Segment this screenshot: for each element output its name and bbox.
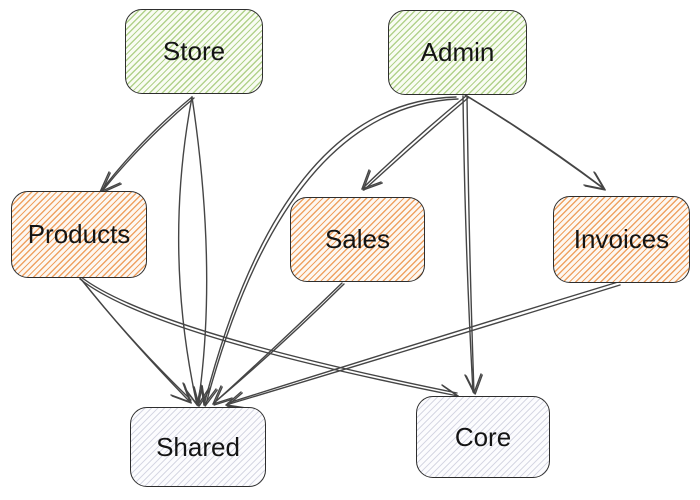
node-invoices: Invoices xyxy=(553,196,690,283)
node-store: Store xyxy=(125,9,263,94)
edge-admin-core xyxy=(462,95,483,395)
node-label-shared: Shared xyxy=(156,431,240,462)
edge-admin-sales xyxy=(361,95,469,191)
edge-admin-invoices xyxy=(464,94,606,191)
node-label-store: Store xyxy=(162,36,226,66)
edge-sales-shared xyxy=(212,282,345,406)
node-label-products: Products xyxy=(27,219,131,249)
node-admin: Admin xyxy=(388,10,527,95)
node-label-sales: Sales xyxy=(324,224,391,254)
edge-store-shared xyxy=(177,96,211,407)
node-label-invoices: Invoices xyxy=(573,224,670,254)
edge-admin-shared xyxy=(200,96,459,407)
node-label-admin: Admin xyxy=(420,37,495,67)
node-shared: Shared xyxy=(130,407,266,487)
node-sales: Sales xyxy=(290,197,425,282)
edge-invoices-shared xyxy=(225,281,621,410)
node-core: Core xyxy=(416,396,550,478)
edge-products-core xyxy=(79,276,460,402)
edge-store-products xyxy=(99,96,195,194)
node-label-core: Core xyxy=(454,421,512,452)
node-products: Products xyxy=(11,191,147,278)
edge-products-shared xyxy=(79,277,192,404)
